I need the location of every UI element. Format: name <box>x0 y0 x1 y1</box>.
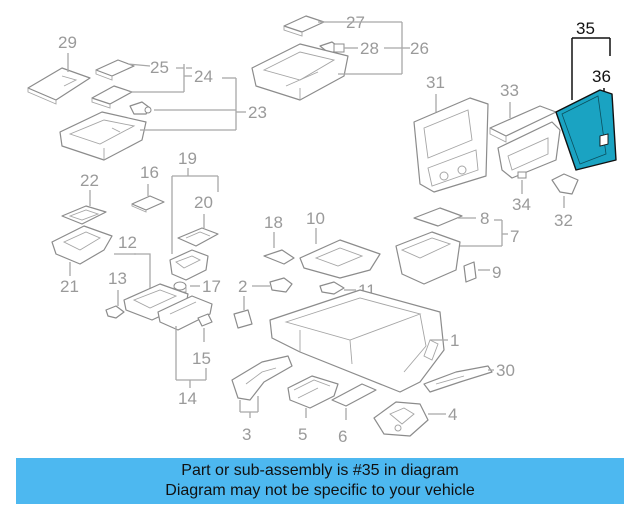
part-6 <box>331 383 377 407</box>
part-34 <box>497 121 561 179</box>
part-25b <box>91 85 133 109</box>
callout-20: 20 <box>194 193 213 212</box>
callout-13: 13 <box>108 269 127 288</box>
callout-21: 21 <box>60 277 79 296</box>
callout-23: 23 <box>248 103 267 122</box>
part-5 <box>287 375 339 409</box>
part-31 <box>413 97 489 193</box>
part-4 <box>373 401 429 437</box>
callout-26: 26 <box>410 39 429 58</box>
callout-24: 24 <box>194 67 213 86</box>
callout-35: 35 <box>576 19 595 38</box>
callout-15: 15 <box>192 349 211 368</box>
part-30 <box>423 365 493 393</box>
part-14-trim <box>157 295 213 331</box>
banner-line-1: Part or sub-assembly is #35 in diagram <box>181 462 459 479</box>
callout-5: 5 <box>298 425 307 444</box>
part-29 <box>27 67 91 105</box>
callout-9: 9 <box>492 263 501 282</box>
part-20 <box>177 227 219 247</box>
part-21 <box>51 225 113 265</box>
part-16 <box>131 195 165 213</box>
callout-25: 25 <box>150 58 169 77</box>
callout-16: 16 <box>140 163 159 182</box>
callout-22: 22 <box>80 171 99 190</box>
callout-28: 28 <box>360 39 379 58</box>
part-32 <box>551 173 579 195</box>
part-8 <box>413 207 463 227</box>
part-3 <box>231 355 293 401</box>
callout-19: 19 <box>178 149 197 168</box>
callout-36: 36 <box>592 67 611 86</box>
callout-3: 3 <box>242 425 251 444</box>
part-22 <box>61 205 107 225</box>
part-23-tray <box>59 111 147 161</box>
part-35-highlighted <box>555 89 617 171</box>
part-13 <box>105 305 125 319</box>
banner-line-2: Diagram may not be specific to your vehi… <box>165 482 475 499</box>
callout-8: 8 <box>480 209 489 228</box>
part-18 <box>263 249 295 265</box>
part-19-housing <box>169 249 209 281</box>
part-2b <box>233 309 253 329</box>
callout-10: 10 <box>306 209 325 228</box>
part-11 <box>319 281 345 295</box>
callout-30: 30 <box>496 361 515 380</box>
part-7 <box>395 231 461 285</box>
callout-32: 32 <box>554 211 573 230</box>
info-banner: Part or sub-assembly is #35 in diagram D… <box>16 458 624 504</box>
callout-33: 33 <box>500 81 519 100</box>
part-1-console <box>269 289 445 393</box>
callout-29: 29 <box>58 33 77 52</box>
part-9 <box>463 261 477 283</box>
part-26-tray <box>251 43 349 101</box>
part-2a <box>269 277 293 293</box>
callout-17: 17 <box>202 277 221 296</box>
callout-2: 2 <box>238 277 247 296</box>
callout-18: 18 <box>264 213 283 232</box>
part-27 <box>283 15 325 37</box>
part-15 <box>197 313 213 327</box>
callout-4: 4 <box>448 405 457 424</box>
parts-diagram: 29 25 24 23 2 7 28 <box>27 13 617 446</box>
callout-6: 6 <box>338 427 347 446</box>
part-25a <box>95 59 135 81</box>
callout-14: 14 <box>178 389 197 408</box>
part-10 <box>299 239 381 279</box>
callout-1: 1 <box>450 331 459 350</box>
callout-12: 12 <box>118 233 137 252</box>
callout-7: 7 <box>510 227 519 246</box>
callout-34: 34 <box>512 195 531 214</box>
part-23-clip <box>129 101 152 115</box>
callout-31: 31 <box>426 73 445 92</box>
